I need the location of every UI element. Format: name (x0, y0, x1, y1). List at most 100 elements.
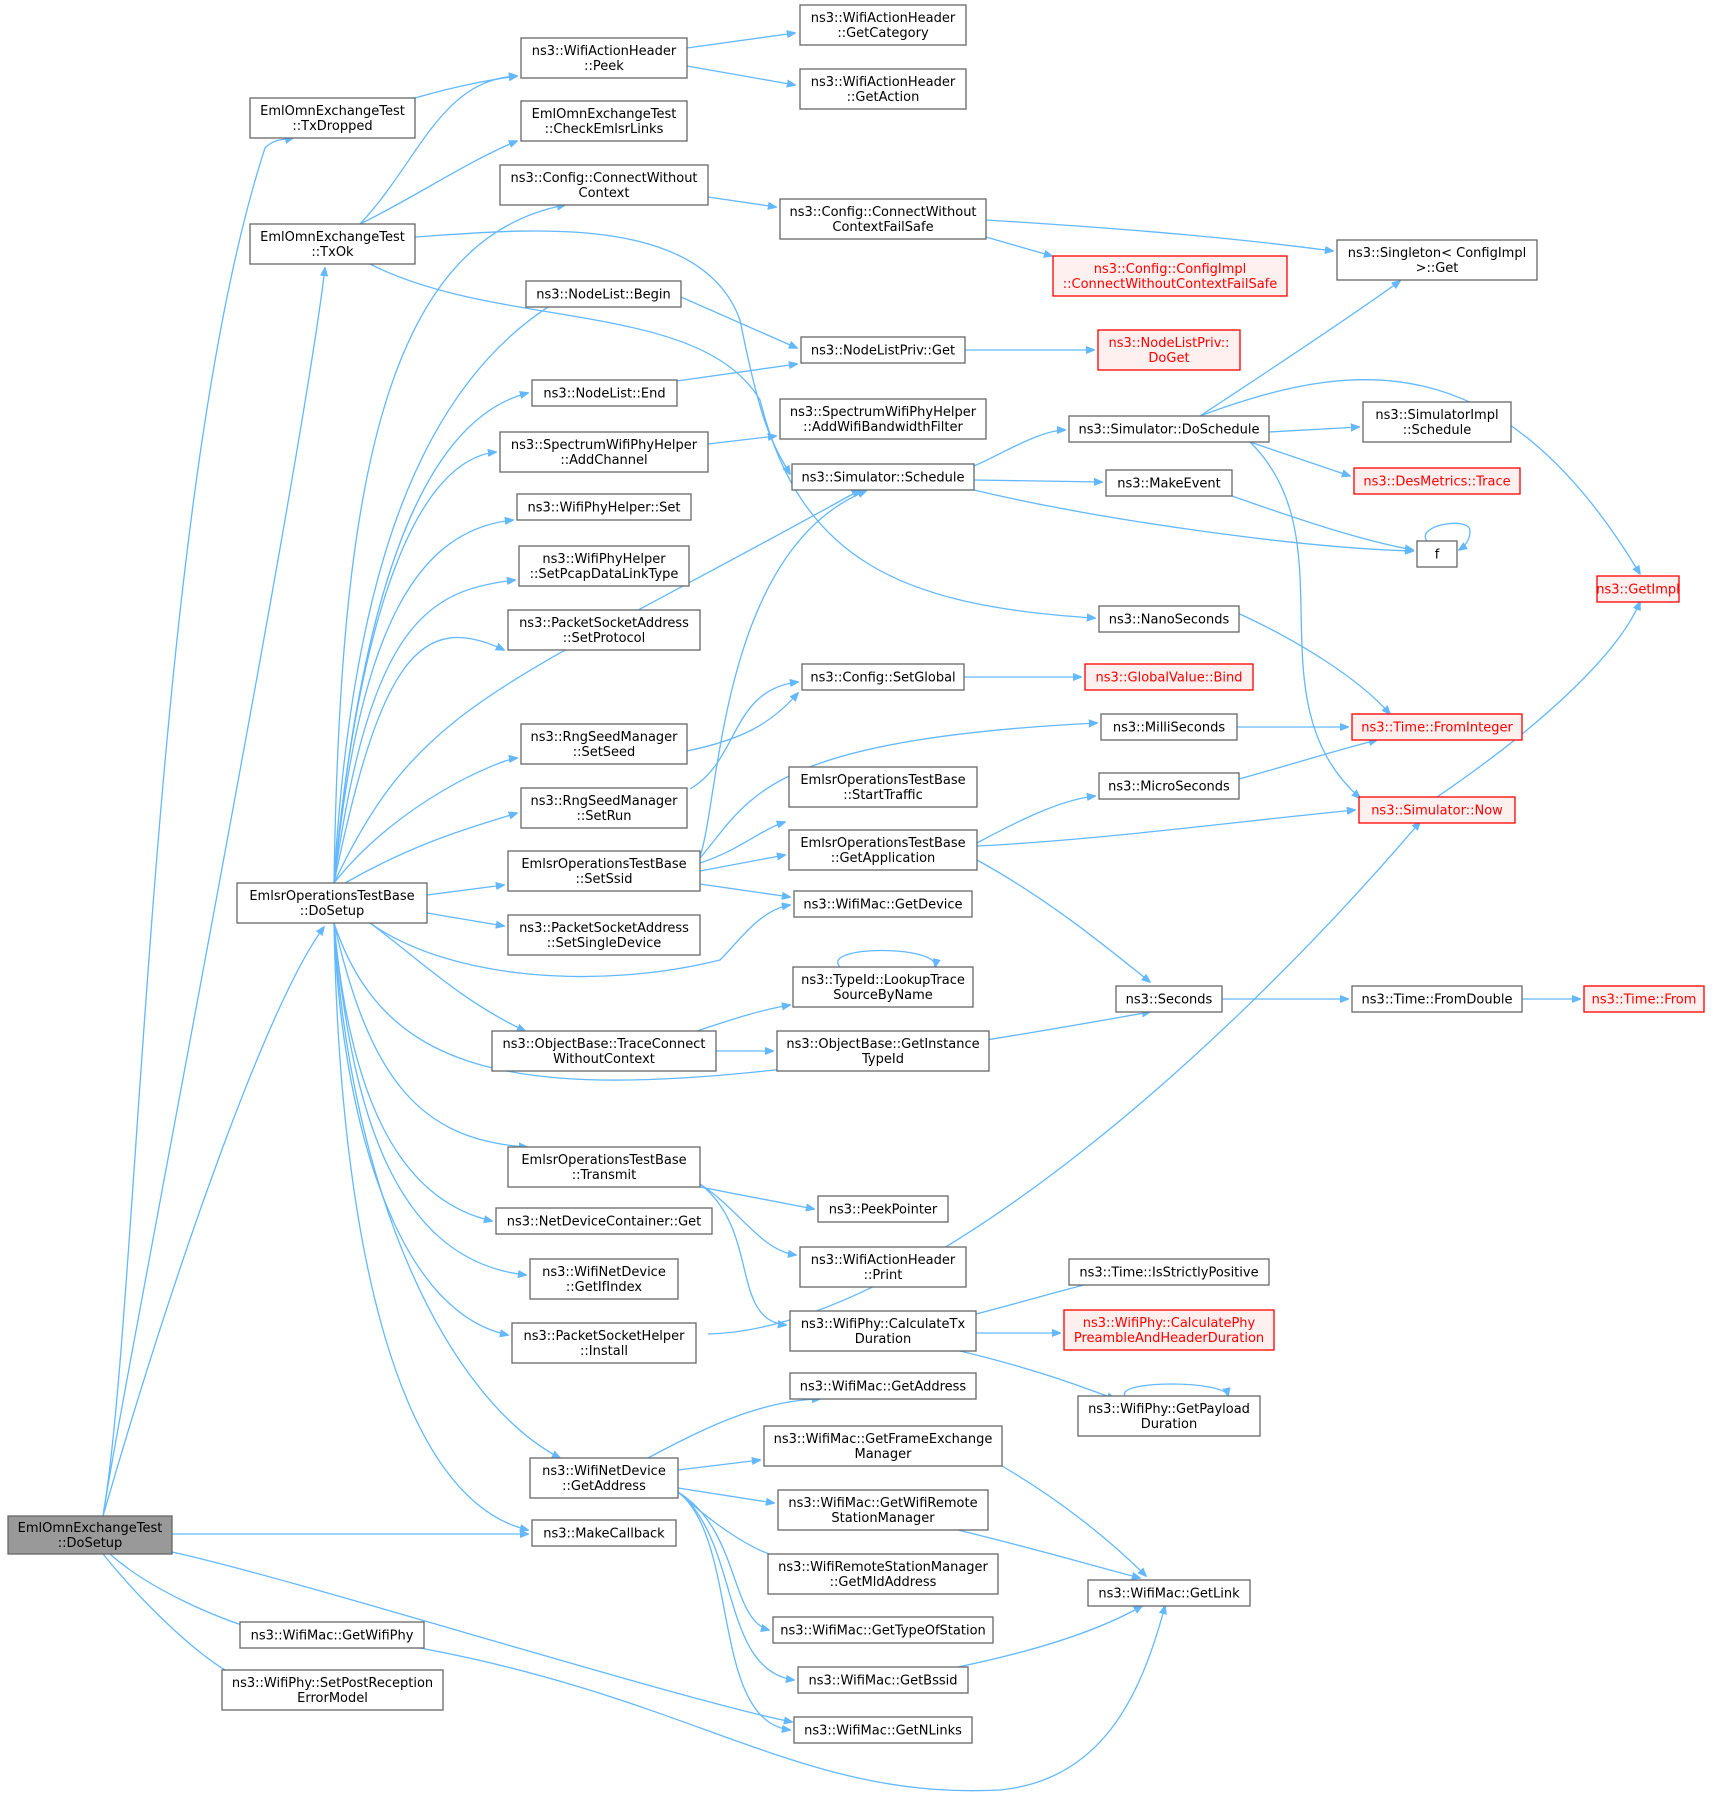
node-fromdouble[interactable]: ns3::Time::FromDouble (1351, 985, 1523, 1013)
node-getmldaddr[interactable]: ns3::WifiRemoteStationManager::GetMldAdd… (767, 1553, 999, 1595)
node-desmetrics[interactable]: ns3::DesMetrics::Trace (1353, 467, 1521, 495)
node-getcategory[interactable]: ns3::WifiActionHeader::GetCategory (799, 4, 967, 46)
node-box (507, 850, 701, 892)
node-macgetaddr[interactable]: ns3::WifiMac::GetAddress (789, 1372, 977, 1400)
node-box (495, 1207, 713, 1235)
node-txdropped[interactable]: EmlOmnExchangeTest::TxDropped (249, 97, 416, 139)
node-connwoctxfs[interactable]: ns3::Config::ConnectWithoutContextFailSa… (779, 198, 987, 240)
node-simdoschedule[interactable]: ns3::Simulator::DoSchedule (1068, 415, 1270, 443)
node-isstrictlypos[interactable]: ns3::Time::IsStrictlyPositive (1068, 1258, 1270, 1286)
node-traceconnect[interactable]: ns3::ObjectBase::TraceConnectWithoutCont… (491, 1030, 717, 1072)
node-simnow[interactable]: ns3::Simulator::Now (1358, 796, 1516, 824)
node-nanoseconds[interactable]: ns3::NanoSeconds (1098, 605, 1240, 633)
node-wndgetaddr[interactable]: ns3::WifiNetDevice::GetAddress (529, 1457, 679, 1499)
node-cfgsetglobal[interactable]: ns3::Config::SetGlobal (801, 663, 965, 691)
node-starttraffic[interactable]: EmlsrOperationsTestBase::StartTraffic (788, 766, 978, 808)
node-box (776, 1030, 990, 1072)
node-cfgimplcwcfs[interactable]: ns3::Config::ConfigImpl::ConnectWithoutC… (1052, 255, 1288, 297)
node-setsingledev[interactable]: ns3::PacketSocketAddress::SetSingleDevic… (507, 914, 701, 956)
node-box (767, 1553, 999, 1595)
node-peek[interactable]: ns3::WifiActionHeader::Peek (520, 37, 688, 79)
edge-path (426, 885, 504, 896)
node-calcpreamble[interactable]: ns3::WifiPhy::CalculatePhyPreambleAndHea… (1063, 1309, 1275, 1351)
node-wphset[interactable]: ns3::WifiPhyHelper::Set (516, 493, 692, 521)
node-getaction[interactable]: ns3::WifiActionHeader::GetAction (799, 68, 967, 110)
node-getlink[interactable]: ns3::WifiMac::GetLink (1087, 1579, 1251, 1607)
edge-path (333, 393, 528, 884)
node-pshinstall[interactable]: ns3::PacketSocketHelper::Install (511, 1322, 697, 1364)
node-label: EmlsrOperationsTestBase (521, 1153, 686, 1168)
node-box (516, 493, 692, 521)
edge-path (1221, 605, 1390, 714)
node-setpcap[interactable]: ns3::WifiPhyHelper::SetPcapDataLinkType (518, 545, 690, 587)
node-getifindex[interactable]: ns3::WifiNetDevice::GetIfIndex (529, 1258, 679, 1300)
node-nlpdoget[interactable]: ns3::NodeListPriv::DoGet (1097, 329, 1241, 371)
node-ebdosetup[interactable]: EmlsrOperationsTestBase::DoSetup (236, 882, 428, 924)
node-getrsm[interactable]: ns3::WifiMac::GetWifiRemoteStationManage… (777, 1489, 989, 1531)
node-nlpget[interactable]: ns3::NodeListPriv::Get (800, 336, 966, 364)
node-f[interactable]: f (1416, 540, 1458, 568)
edge-calctxdur-getpayloaddur (959, 1350, 1115, 1399)
node-checkemlsr[interactable]: EmlOmnExchangeTest::CheckEmlsrLinks (520, 100, 688, 142)
edge-path (426, 912, 504, 926)
node-getimpl[interactable]: ns3::GetImpl (1596, 575, 1680, 603)
node-fromint[interactable]: ns3::Time::FromInteger (1351, 713, 1523, 741)
node-label: ns3::GetImpl (1596, 583, 1680, 598)
node-txok[interactable]: EmlOmnExchangeTest::TxOk (249, 223, 416, 265)
node-ndcget[interactable]: ns3::NetDeviceContainer::Get (495, 1207, 713, 1235)
node-setprotocol[interactable]: ns3::PacketSocketAddress::SetProtocol (507, 609, 701, 651)
edge-path (976, 796, 1095, 844)
edge-path (699, 883, 790, 897)
node-setseed[interactable]: ns3::RngSeedManager::SetSeed (520, 723, 688, 765)
node-box (1596, 575, 1680, 603)
node-getbssid[interactable]: ns3::WifiMac::GetBssid (797, 1666, 969, 1694)
node-transmit[interactable]: EmlsrOperationsTestBase::Transmit (507, 1146, 701, 1188)
node-getnlinks[interactable]: ns3::WifiMac::GetNLinks (793, 1716, 973, 1744)
node-simschedule[interactable]: ns3::Simulator::Schedule (791, 463, 975, 491)
node-peekpointer[interactable]: ns3::PeekPointer (817, 1195, 949, 1223)
node-label: ns3::MakeCallback (543, 1527, 665, 1542)
node-addbwfilter[interactable]: ns3::SpectrumWifiPhyHelper::AddWifiBandw… (779, 398, 987, 440)
node-getdevice[interactable]: ns3::WifiMac::GetDevice (793, 890, 973, 918)
node-getapplication[interactable]: EmlsrOperationsTestBase::GetApplication (788, 829, 978, 871)
node-nlend[interactable]: ns3::NodeList::End (531, 379, 678, 407)
node-wahprint[interactable]: ns3::WifiActionHeader::Print (799, 1246, 967, 1288)
edge-simdoschedule-singletonget (1199, 281, 1400, 417)
node-seconds[interactable]: ns3::Seconds (1115, 985, 1223, 1013)
node-label: ns3::Time::FromInteger (1361, 721, 1513, 736)
node-getwifiphy[interactable]: ns3::WifiMac::GetWifiPhy (239, 1621, 425, 1649)
node-microseconds[interactable]: ns3::MicroSeconds (1098, 772, 1240, 800)
node-setrun[interactable]: ns3::RngSeedManager::SetRun (520, 787, 688, 829)
node-milliseconds[interactable]: ns3::MilliSeconds (1100, 713, 1238, 741)
node-box (1052, 255, 1288, 297)
edge-getbssid-getlink (957, 1606, 1142, 1668)
node-gettypeofsta[interactable]: ns3::WifiMac::GetTypeOfStation (772, 1616, 994, 1644)
node-root[interactable]: EmlOmnExchangeTest::DoSetup (7, 1515, 173, 1555)
node-makeevent[interactable]: ns3::MakeEvent (1105, 469, 1233, 497)
node-label: ns3::PacketSocketAddress (519, 616, 689, 631)
node-label: EmlOmnExchangeTest (18, 1521, 163, 1536)
node-gvbind[interactable]: ns3::GlobalValue::Bind (1084, 663, 1254, 691)
edge-path (333, 205, 565, 884)
node-label: SourceByName (833, 988, 933, 1003)
edge-path (985, 219, 1333, 251)
node-addchannel[interactable]: ns3::SpectrumWifiPhyHelper::AddChannel (499, 431, 709, 473)
node-singletonget[interactable]: ns3::Singleton< ConfigImpl>::Get (1336, 239, 1538, 281)
node-makecallback[interactable]: ns3::MakeCallback (531, 1519, 677, 1547)
node-timefrom[interactable]: ns3::Time::From (1583, 985, 1705, 1013)
node-label: ::DoSetup (58, 1536, 123, 1551)
edge-path (699, 1183, 786, 1325)
edge-ebdosetup-transmit (333, 922, 527, 1147)
node-box (777, 1489, 989, 1531)
node-simimplsched[interactable]: ns3::SimulatorImpl::Schedule (1362, 401, 1512, 443)
node-setssid[interactable]: EmlsrOperationsTestBase::SetSsid (507, 850, 701, 892)
node-connwoctx[interactable]: ns3::Config::ConnectWithoutContext (499, 164, 709, 206)
edge-nanoseconds-fromint (1221, 605, 1390, 714)
node-nlbegin[interactable]: ns3::NodeList::Begin (525, 280, 682, 308)
